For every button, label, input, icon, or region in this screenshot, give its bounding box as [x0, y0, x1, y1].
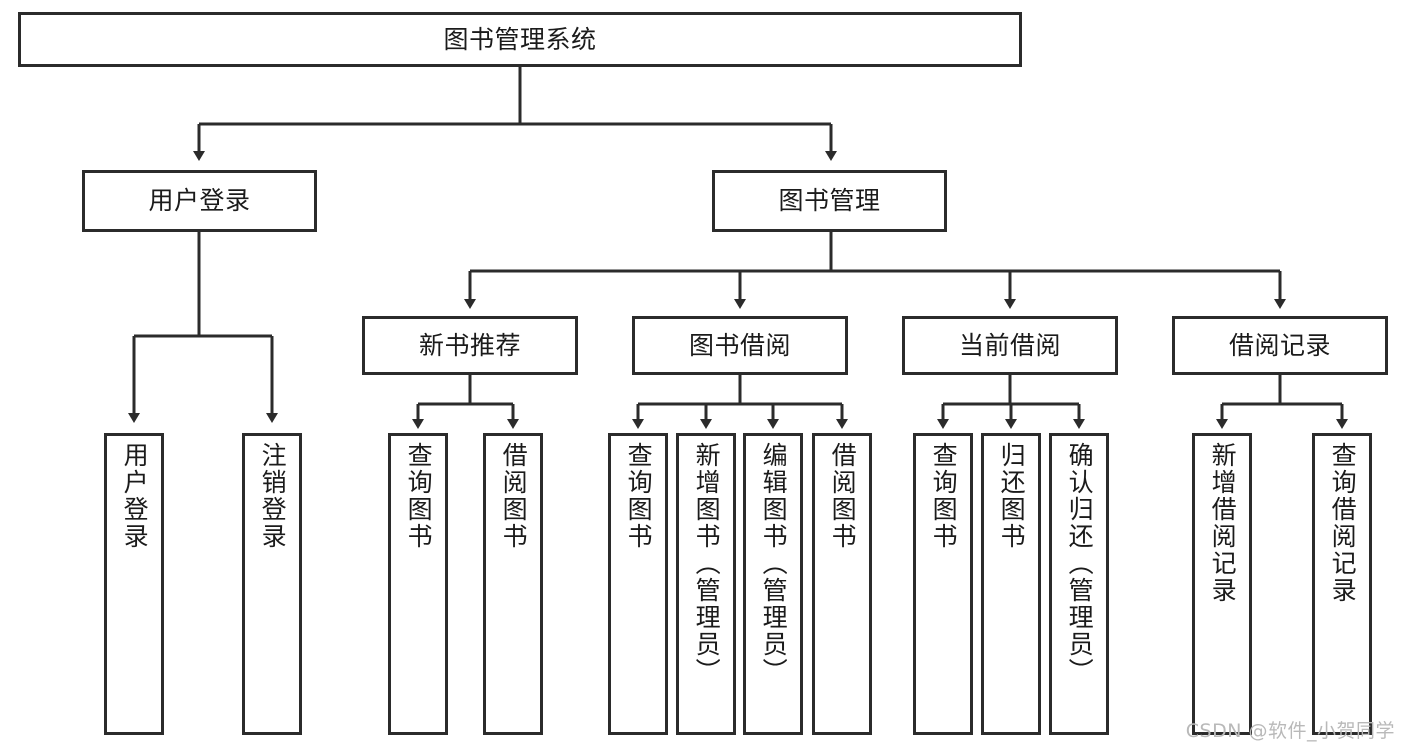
leaf-book-borrow-borrow-label: 借阅图书: [828, 442, 858, 550]
leaf-new-book-borrow-label: 借阅图书: [499, 442, 529, 550]
leaf-current-borrow-query-label: 查询图书: [929, 442, 959, 550]
leaf-current-borrow-return[interactable]: 归还图书: [981, 433, 1041, 735]
node-current-borrow-label: 当前借阅: [958, 330, 1061, 360]
leaf-book-borrow-query-label: 查询图书: [624, 442, 654, 550]
leaf-borrow-record-add[interactable]: 新增借阅记录: [1192, 433, 1252, 735]
leaf-new-book-query[interactable]: 查询图书: [388, 433, 448, 735]
node-current-borrow[interactable]: 当前借阅: [902, 316, 1118, 375]
leaf-book-borrow-borrow[interactable]: 借阅图书: [812, 433, 872, 735]
node-root-system[interactable]: 图书管理系统: [18, 12, 1022, 67]
node-book-management-label: 图书管理: [778, 186, 881, 215]
leaf-new-book-borrow[interactable]: 借阅图书: [483, 433, 543, 735]
leaf-book-borrow-query[interactable]: 查询图书: [608, 433, 668, 735]
leaf-current-borrow-return-label: 归还图书: [997, 442, 1027, 550]
node-borrow-record[interactable]: 借阅记录: [1172, 316, 1388, 375]
node-user-login-label: 用户登录: [148, 186, 251, 215]
leaf-borrow-record-query-label: 查询借阅记录: [1328, 442, 1358, 604]
leaf-borrow-record-add-label: 新增借阅记录: [1208, 442, 1238, 604]
leaf-user-login-login-label: 用户登录: [120, 442, 150, 550]
node-book-borrow-label: 图书借阅: [688, 330, 791, 360]
leaf-book-borrow-add[interactable]: 新增图书（管理员）: [676, 433, 736, 735]
leaf-user-login-logout-label: 注销登录: [258, 442, 288, 550]
node-book-management[interactable]: 图书管理: [712, 170, 947, 232]
leaf-current-borrow-confirm[interactable]: 确认归还（管理员）: [1049, 433, 1109, 735]
node-new-book-recommend-label: 新书推荐: [418, 330, 521, 360]
node-book-borrow[interactable]: 图书借阅: [632, 316, 848, 375]
leaf-current-borrow-confirm-label: 确认归还（管理员）: [1065, 442, 1095, 685]
leaf-book-borrow-add-label: 新增图书（管理员）: [692, 442, 722, 685]
leaf-user-login-logout[interactable]: 注销登录: [242, 433, 302, 735]
leaf-book-borrow-edit[interactable]: 编辑图书（管理员）: [743, 433, 803, 735]
watermark-text: CSDN @软件_小贺同学: [1185, 720, 1395, 742]
leaf-borrow-record-query[interactable]: 查询借阅记录: [1312, 433, 1372, 735]
leaf-new-book-query-label: 查询图书: [404, 442, 434, 550]
leaf-user-login-login[interactable]: 用户登录: [104, 433, 164, 735]
leaf-current-borrow-query[interactable]: 查询图书: [913, 433, 973, 735]
node-borrow-record-label: 借阅记录: [1228, 330, 1331, 360]
node-user-login[interactable]: 用户登录: [82, 170, 317, 232]
node-new-book-recommend[interactable]: 新书推荐: [362, 316, 578, 375]
node-root-system-label: 图书管理系统: [443, 24, 597, 54]
leaf-book-borrow-edit-label: 编辑图书（管理员）: [759, 442, 789, 685]
